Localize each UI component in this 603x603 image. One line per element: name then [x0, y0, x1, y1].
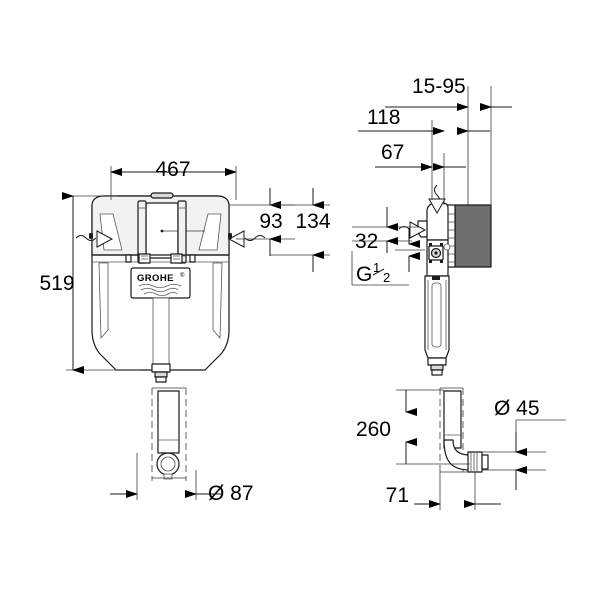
outlet-spigot-collar — [151, 363, 171, 373]
outlet-spigot-tip — [155, 376, 167, 383]
dim-label-71: 71 — [386, 484, 409, 507]
dim-label-134: 134 — [295, 210, 330, 233]
valve-spigot-ring — [430, 364, 444, 371]
valve-spigot-collar — [427, 357, 447, 366]
bottom-outlet-plan-view: Ø 87 — [110, 387, 254, 505]
dim-label-118: 118 — [367, 106, 400, 129]
elbow-outlet-tip — [481, 454, 489, 470]
dim-label-93: 93 — [259, 210, 282, 233]
side-elevation-valve — [398, 184, 492, 376]
outlet-spigot-ring — [154, 371, 168, 378]
cistern-rib-right — [212, 262, 223, 340]
dim-label-1595: 15-95 — [412, 75, 466, 98]
cistern-rib-left — [98, 262, 109, 340]
dim-label-467: 467 — [155, 158, 190, 181]
dim-label-519: 519 — [39, 272, 74, 295]
valve-column-cap — [432, 276, 440, 280]
dim-label-260: 260 — [356, 418, 391, 441]
valve-spigot-tip — [431, 369, 443, 376]
dim-label-g-letter: G — [356, 263, 372, 286]
bottom-outlet-side-view: 260 71 Ø 45 — [356, 387, 566, 510]
outlet-plan-pipe — [157, 390, 180, 454]
break-symbol-top — [428, 184, 446, 215]
dim-label-87: Ø 87 — [208, 482, 254, 505]
grohe-wave-3 — [143, 291, 178, 297]
valve-float-rod — [431, 282, 442, 348]
cistern-top-nub — [150, 192, 174, 199]
front-view-dimension-group: 467 519 93 134 — [39, 158, 331, 374]
outlet-plan-flange-inner — [160, 456, 176, 472]
side-view-dimension-group: 15-95 118 67 32 G 1 2 — [351, 75, 512, 286]
front-elevation-cistern: GROHE ® — [75, 192, 266, 383]
dim-label-g-numerator: 1 — [373, 260, 380, 275]
dim-label-g-denominator: 2 — [383, 270, 390, 285]
grohe-wave-1 — [138, 283, 182, 289]
valve-dial-center — [434, 251, 438, 255]
fraction-slash-g-half — [372, 268, 385, 276]
grohe-logo-text: GROHE — [137, 273, 174, 284]
dim-label-45: Ø 45 — [494, 397, 540, 420]
cistern-inner-right-chute — [198, 213, 222, 251]
valve-wall-box — [454, 204, 492, 268]
dim-label-32: 32 — [355, 230, 378, 253]
elbow-outlet-socket — [467, 451, 483, 473]
cistern-outlet-column — [152, 297, 170, 365]
valve-side-port — [443, 243, 451, 251]
grohe-wave-2 — [140, 287, 179, 293]
grohe-registered-mark: ® — [180, 272, 185, 279]
cistern-inlet-port-left — [89, 233, 93, 239]
dim-label-67: 67 — [381, 141, 404, 164]
cistern-inlet-port-right — [228, 233, 232, 239]
outlet-plan-flange-tab — [163, 473, 173, 480]
